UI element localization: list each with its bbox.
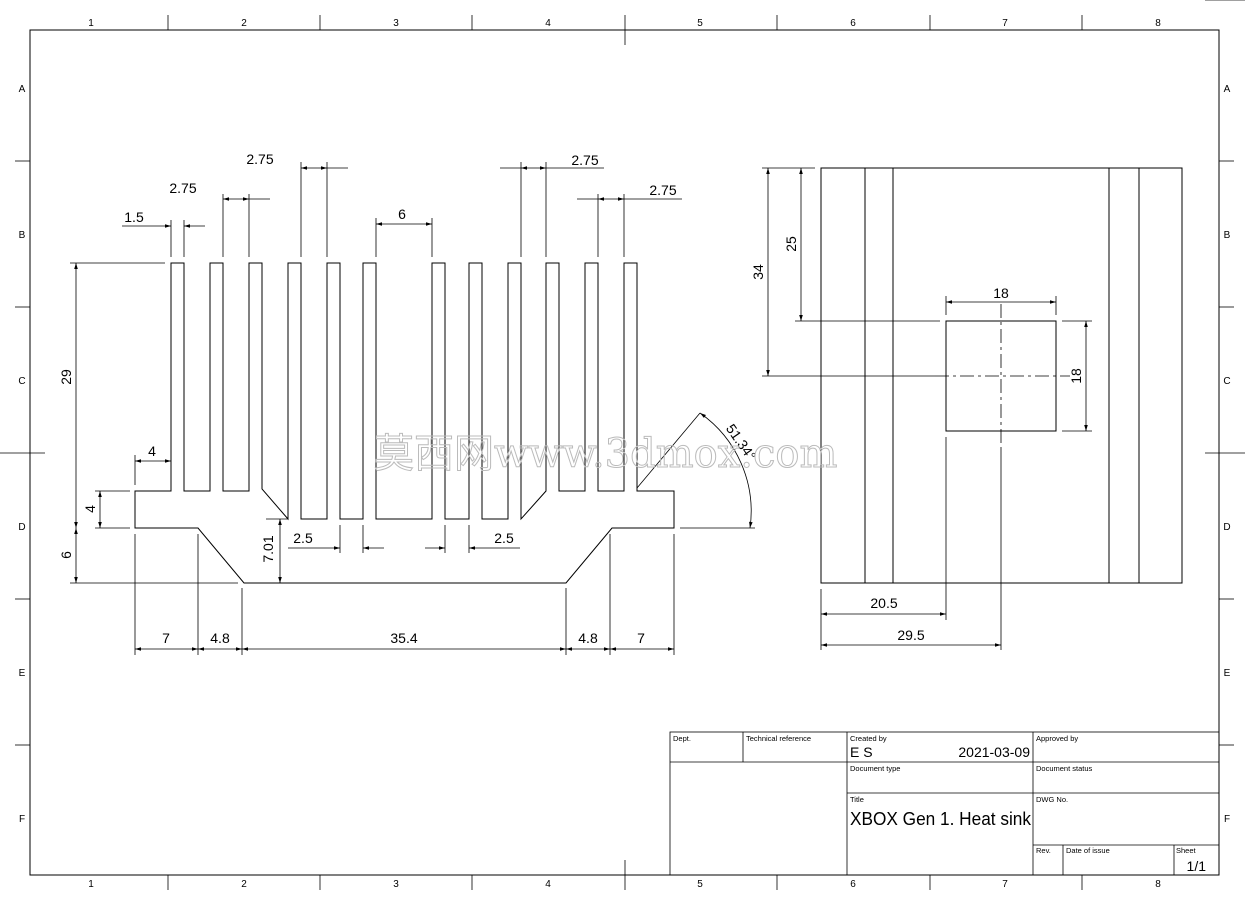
zone-row-b-right: B (1224, 230, 1231, 241)
zone-col-6-bottom: 6 (850, 879, 856, 890)
dim-bottom-3: 35.4 (390, 630, 417, 646)
zone-row-a: A (19, 84, 26, 95)
dim-fin-gap-4: 2.75 (649, 182, 676, 198)
zone-col-1: 1 (88, 18, 94, 29)
dim-bottom-2: 4.8 (210, 630, 230, 646)
zone-row-f: F (19, 814, 25, 825)
zone-col-3-bottom: 3 (393, 879, 399, 890)
title-block: Dept. Technical reference Created by App… (669, 731, 1220, 876)
side-view: 34 25 18 18 20.5 29.5 (750, 167, 1183, 650)
dwg-no-label: DWG No. (1036, 795, 1068, 804)
zone-col-2-bottom: 2 (241, 879, 247, 890)
dim-square-height: 18 (1068, 368, 1084, 384)
zone-col-4-bottom: 4 (545, 879, 551, 890)
dim-fin-gap-2: 2.75 (246, 151, 273, 167)
dim-ledge-width: 4 (148, 443, 156, 459)
approved-by-label: Approved by (1036, 734, 1078, 743)
zone-row-d-right: D (1223, 522, 1230, 533)
doc-type-label: Document type (850, 764, 900, 773)
zone-col-3: 3 (393, 18, 399, 29)
zone-row-a-right: A (1224, 84, 1231, 95)
zone-col-4: 4 (545, 18, 551, 29)
zone-col-1-bottom: 1 (88, 879, 94, 890)
dim-hole-offset: 25 (783, 236, 799, 252)
dim-square-width: 18 (993, 285, 1009, 301)
heat-sink-profile (134, 262, 675, 584)
zone-row-e-right: E (1224, 668, 1231, 679)
zone-col-7: 7 (1002, 18, 1008, 29)
zone-row-f-right: F (1224, 814, 1230, 825)
dim-offset-2: 29.5 (897, 627, 924, 643)
dept-label: Dept. (673, 734, 691, 743)
dim-bottom-5: 7 (637, 630, 645, 646)
zone-col-5-bottom: 5 (697, 879, 703, 890)
zone-row-c-right: C (1223, 376, 1230, 387)
zone-col-7-bottom: 7 (1002, 879, 1008, 890)
zone-row-d: D (18, 522, 25, 533)
sheet-label: Sheet (1176, 846, 1197, 855)
dim-fin-gap-3: 2.75 (571, 152, 598, 168)
drawing-title: XBOX Gen 1. Heat sink (850, 809, 1032, 829)
created-by-label: Created by (850, 734, 887, 743)
dim-offset-1: 20.5 (870, 595, 897, 611)
title-label: Title (850, 795, 864, 804)
watermark: 莫西网www.3dmox.com (374, 431, 837, 477)
dim-base-height: 6 (58, 551, 74, 559)
tech-ref-label: Technical reference (746, 734, 811, 743)
zone-col-2: 2 (241, 18, 247, 29)
dim-center-gap: 6 (398, 206, 406, 222)
dim-fin-height: 29 (58, 369, 74, 385)
dim-slot-left: 2.5 (293, 530, 313, 546)
dim-total-height: 34 (750, 264, 766, 280)
created-date-value: 2021-03-09 (958, 744, 1030, 760)
zone-col-6: 6 (850, 18, 856, 29)
date-of-issue-label: Date of issue (1066, 846, 1110, 855)
dim-ledge-height: 4 (82, 505, 98, 513)
zone-row-c: C (18, 376, 25, 387)
front-view: 1.5 2.75 2.75 6 2.75 2.75 4 7 4.8 35.4 4… (58, 151, 759, 655)
sheet-value: 1/1 (1187, 858, 1207, 874)
zone-row-e: E (19, 668, 26, 679)
rev-label: Rev. (1036, 846, 1051, 855)
zone-col-5: 5 (697, 18, 703, 29)
doc-status-label: Document status (1036, 764, 1093, 773)
dim-bottom-4: 4.8 (578, 630, 598, 646)
zone-col-8: 8 (1155, 18, 1161, 29)
zone-row-b: B (19, 230, 26, 241)
zone-col-8-bottom: 8 (1155, 879, 1161, 890)
created-by-value: E S (850, 744, 873, 760)
dim-cut-depth: 7.01 (260, 535, 276, 562)
side-view-outline (820, 167, 1183, 584)
dim-bottom-1: 7 (162, 630, 170, 646)
dim-slot-right: 2.5 (494, 530, 514, 546)
dim-fin-width-1: 1.5 (124, 209, 144, 225)
dim-fin-gap-1: 2.75 (169, 180, 196, 196)
